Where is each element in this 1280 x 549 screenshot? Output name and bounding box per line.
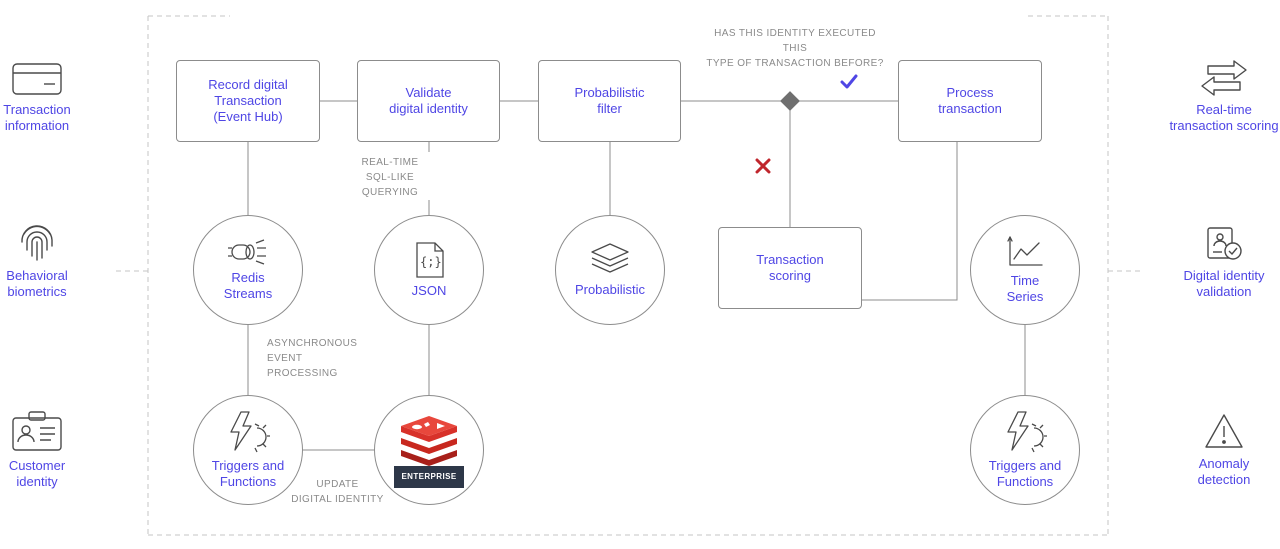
fingerprint-icon xyxy=(21,225,53,261)
triggers-functions-left-label: Triggers and Functions xyxy=(211,458,285,489)
lightning-gear-icon xyxy=(230,411,270,453)
async-processing-note: ASYNCHRONOUS EVENT PROCESSING xyxy=(267,338,358,379)
probabilistic-label: Probabilistic xyxy=(574,282,646,297)
validate-identity-label: Validate digital identity xyxy=(389,85,468,116)
update-identity-note: UPDATE DIGITAL IDENTITY xyxy=(291,479,384,505)
json-node[interactable]: {;} JSON xyxy=(374,215,484,325)
layers-icon xyxy=(591,243,629,273)
json-label: JSON xyxy=(411,283,447,298)
sql-querying-note: REAL-TIME SQL-LIKE QUERYING xyxy=(361,157,419,198)
side-item-real-time-transaction-scoring: Real-time transaction scoring xyxy=(1159,60,1280,134)
transaction-scoring-box[interactable]: Transaction scoring xyxy=(718,227,862,309)
enterprise-badge: ENTERPRISE xyxy=(394,466,464,488)
anomaly-detection-label: Anomaly detection xyxy=(1197,456,1251,487)
line-chart-icon xyxy=(1007,236,1043,266)
record-transaction-label: Record digital Transaction (Event Hub) xyxy=(208,77,288,124)
record-transaction-box[interactable]: Record digital Transaction (Event Hub) xyxy=(176,60,320,142)
customer-identity-label: Customer identity xyxy=(8,458,66,489)
triggers-functions-right-node[interactable]: Triggers and Functions xyxy=(970,395,1080,505)
redis-logo-icon xyxy=(401,416,457,466)
transfer-arrows-icon xyxy=(1201,60,1247,96)
decision-diamond xyxy=(780,91,800,111)
process-transaction-box[interactable]: Process transaction xyxy=(898,60,1042,142)
credit-card-icon xyxy=(12,63,62,95)
side-item-behavioral-biometrics: Behavioral biometrics xyxy=(0,220,102,300)
identity-check-icon xyxy=(1207,227,1242,260)
transaction-scoring-label: Transaction scoring xyxy=(756,252,824,283)
probabilistic-filter-box[interactable]: Probabilistic filter xyxy=(538,60,681,142)
digital-identity-validation-label: Digital identity validation xyxy=(1183,268,1265,299)
time-series-label: Time Series xyxy=(1006,273,1044,304)
side-item-anomaly-detection: Anomaly detection xyxy=(1159,412,1280,488)
triggers-functions-right-label: Triggers and Functions xyxy=(988,458,1062,489)
decision-question-note: HAS THIS IDENTITY EXECUTED THIS TYPE OF … xyxy=(706,28,884,69)
id-badge-icon xyxy=(12,411,62,451)
line-process-scoring xyxy=(862,142,958,301)
probabilistic-filter-label: Probabilistic filter xyxy=(574,85,645,116)
triggers-functions-left-node[interactable]: Triggers and Functions xyxy=(193,395,303,505)
probabilistic-node[interactable]: Probabilistic xyxy=(555,215,665,325)
redis-streams-node[interactable]: Redis Streams xyxy=(193,215,303,325)
side-item-transaction-information: Transaction information xyxy=(0,62,102,134)
svg-text:{;}: {;} xyxy=(420,255,442,269)
real-time-transaction-scoring-label: Real-time transaction scoring xyxy=(1169,102,1279,133)
lightning-gear-icon xyxy=(1007,411,1047,453)
side-item-digital-identity-validation: Digital identity validation xyxy=(1159,224,1280,300)
redis-enterprise-node[interactable]: ENTERPRISE xyxy=(374,395,484,505)
check-mark-icon xyxy=(840,74,858,95)
warning-triangle-icon xyxy=(1205,414,1243,448)
validate-identity-box[interactable]: Validate digital identity xyxy=(357,60,500,142)
redis-streams-label: Redis Streams xyxy=(223,270,273,301)
time-series-node[interactable]: Time Series xyxy=(970,215,1080,325)
process-transaction-label: Process transaction xyxy=(938,85,1002,116)
streams-icon xyxy=(228,239,266,265)
cross-mark-icon xyxy=(755,158,771,179)
json-file-icon: {;} xyxy=(416,242,444,278)
behavioral-biometrics-label: Behavioral biometrics xyxy=(6,268,68,299)
side-item-customer-identity: Customer identity xyxy=(0,410,102,490)
transaction-information-label: Transaction information xyxy=(3,102,71,133)
